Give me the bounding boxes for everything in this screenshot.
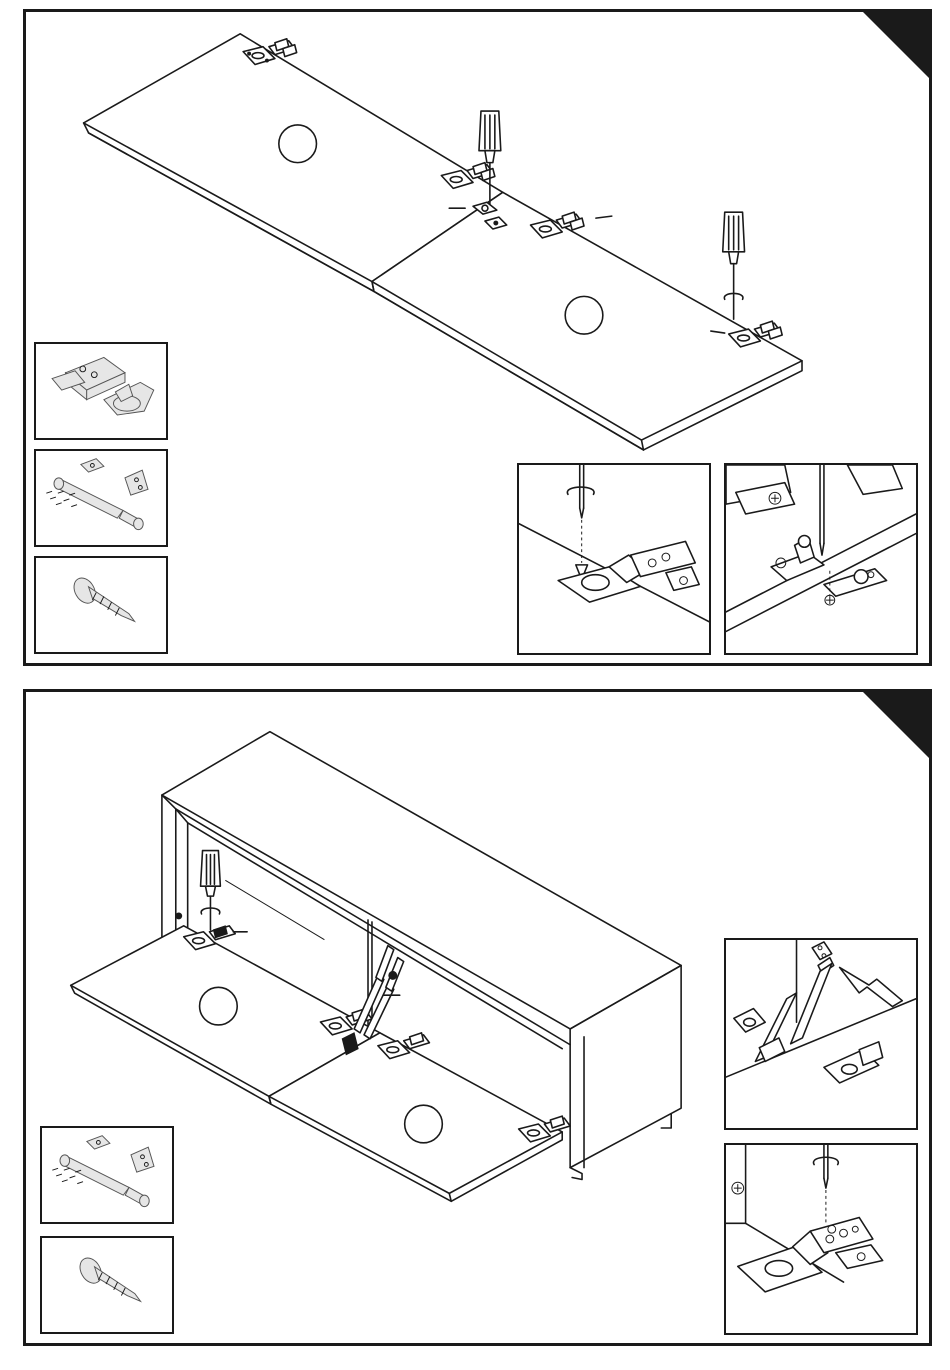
screw-into-hinge-drawing [519,465,709,653]
screw-hinge-to-cabinet-drawing [726,1145,916,1333]
hinge-part-icon [36,344,166,438]
gas-strut-kit-part-box [40,1126,174,1224]
callout-circle-right [405,1105,443,1143]
screw-icon [36,558,166,652]
hinge-part-box [34,342,168,440]
screw-part-box [40,1236,174,1334]
callout-circle-left [200,987,238,1025]
screwdriver-icon-2 [723,212,745,319]
screw-into-hinge-detail [517,463,711,655]
step-panel-2 [23,689,932,1346]
step-panel-1 [23,9,932,666]
screw-bracket-detail [724,463,918,655]
screw-icon [42,1238,172,1332]
attach-gas-strut-detail [724,938,918,1130]
screw-bracket-drawing [726,465,916,653]
screw-hinge-to-cabinet-detail [724,1143,918,1335]
screwdriver-icon-3 [201,851,221,930]
attach-gas-strut-drawing [726,940,916,1128]
screw-part-box [34,556,168,654]
callout-circle-left [279,125,317,163]
callout-circle-right [565,296,603,334]
gas-strut-kit-icon [42,1128,172,1222]
gas-strut-kit-icon [36,451,166,545]
gas-strut-kit-part-box [34,449,168,547]
